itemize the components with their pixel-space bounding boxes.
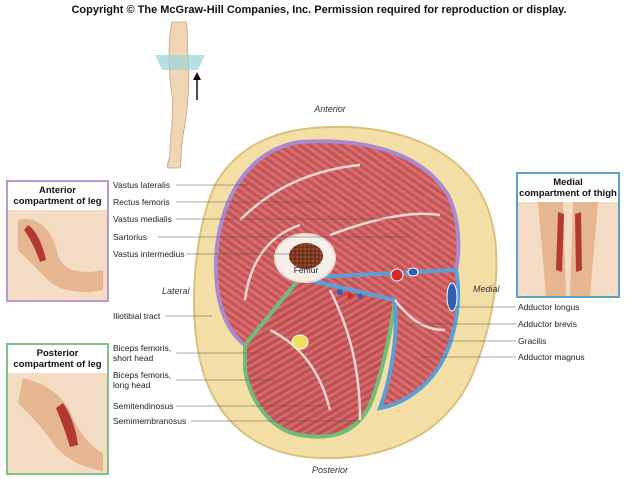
- label-semimembranosus: Semimembranosus: [113, 416, 186, 426]
- leg-orientation-icon: [155, 21, 205, 169]
- label-biceps-femoris-short-1: Biceps femoris,: [113, 343, 171, 353]
- label-biceps-femoris-long-2: long head: [113, 380, 151, 390]
- label-semitendinosus: Semitendinosus: [113, 401, 173, 411]
- left-leader-lines: [158, 184, 410, 422]
- posterior-leg-illustration: [8, 373, 107, 473]
- medial-inset-title-2: compartment of thigh: [519, 188, 617, 199]
- label-adductor-magnus: Adductor magnus: [518, 352, 585, 362]
- label-biceps-femoris-long-1: Biceps femoris,: [113, 370, 171, 380]
- lateral-label: Lateral: [162, 286, 191, 296]
- medial-compartment-inset: Medial compartment of thigh: [516, 172, 620, 298]
- femur-marrow: [289, 243, 323, 269]
- medial-thigh-illustration: [518, 202, 618, 296]
- sciatic-nerve: [291, 334, 309, 350]
- posterior-compartment: [243, 275, 398, 439]
- label-sartorius: Sartorius: [113, 232, 147, 242]
- femoral-vein: [407, 267, 419, 277]
- medial-label: Medial: [473, 284, 501, 294]
- anterior-compartment-inset: Anterior compartment of leg: [6, 180, 109, 302]
- section-plane-icon: [155, 55, 205, 70]
- great-saphenous-vein: [446, 282, 458, 312]
- label-adductor-longus: Adductor longus: [518, 302, 579, 312]
- label-rectus-femoris: Rectus femoris: [113, 197, 170, 207]
- right-leader-lines: [405, 306, 516, 358]
- posterior-label: Posterior: [312, 465, 349, 475]
- anterior-muscle-shape: [24, 225, 46, 262]
- posterior-compartment-inset: Posterior compartment of leg: [6, 343, 109, 475]
- anterior-inset-title-1: Anterior: [39, 185, 76, 196]
- medial-inset-title-1: Medial: [553, 177, 583, 188]
- anterior-leg-illustration: [8, 210, 107, 300]
- posterior-inset-title-2: compartment of leg: [13, 359, 102, 370]
- medial-compartment: [299, 267, 461, 411]
- anterior-label: Anterior: [313, 104, 347, 114]
- cross-section: [193, 125, 498, 460]
- posterior-muscle-shape: [56, 403, 78, 447]
- femur-label: Femur: [294, 265, 319, 275]
- medial-muscle-left: [556, 212, 564, 272]
- anterior-inset-title-2: compartment of leg: [13, 196, 102, 207]
- label-biceps-femoris-short-2: short head: [113, 353, 153, 363]
- label-iliotibial-tract: Iliotibial tract: [113, 311, 161, 321]
- femoral-artery: [390, 268, 404, 282]
- label-vastus-medialis: Vastus medialis: [113, 214, 172, 224]
- label-adductor-brevis: Adductor brevis: [518, 319, 577, 329]
- label-vastus-intermedius: Vastus intermedius: [113, 249, 185, 259]
- copyright-notice: Copyright © The McGraw-Hill Companies, I…: [71, 4, 567, 16]
- label-vastus-lateralis: Vastus lateralis: [113, 180, 170, 190]
- posterior-inset-title-1: Posterior: [36, 348, 79, 359]
- medial-muscle-right: [575, 212, 582, 272]
- label-gracilis: Gracilis: [518, 336, 546, 346]
